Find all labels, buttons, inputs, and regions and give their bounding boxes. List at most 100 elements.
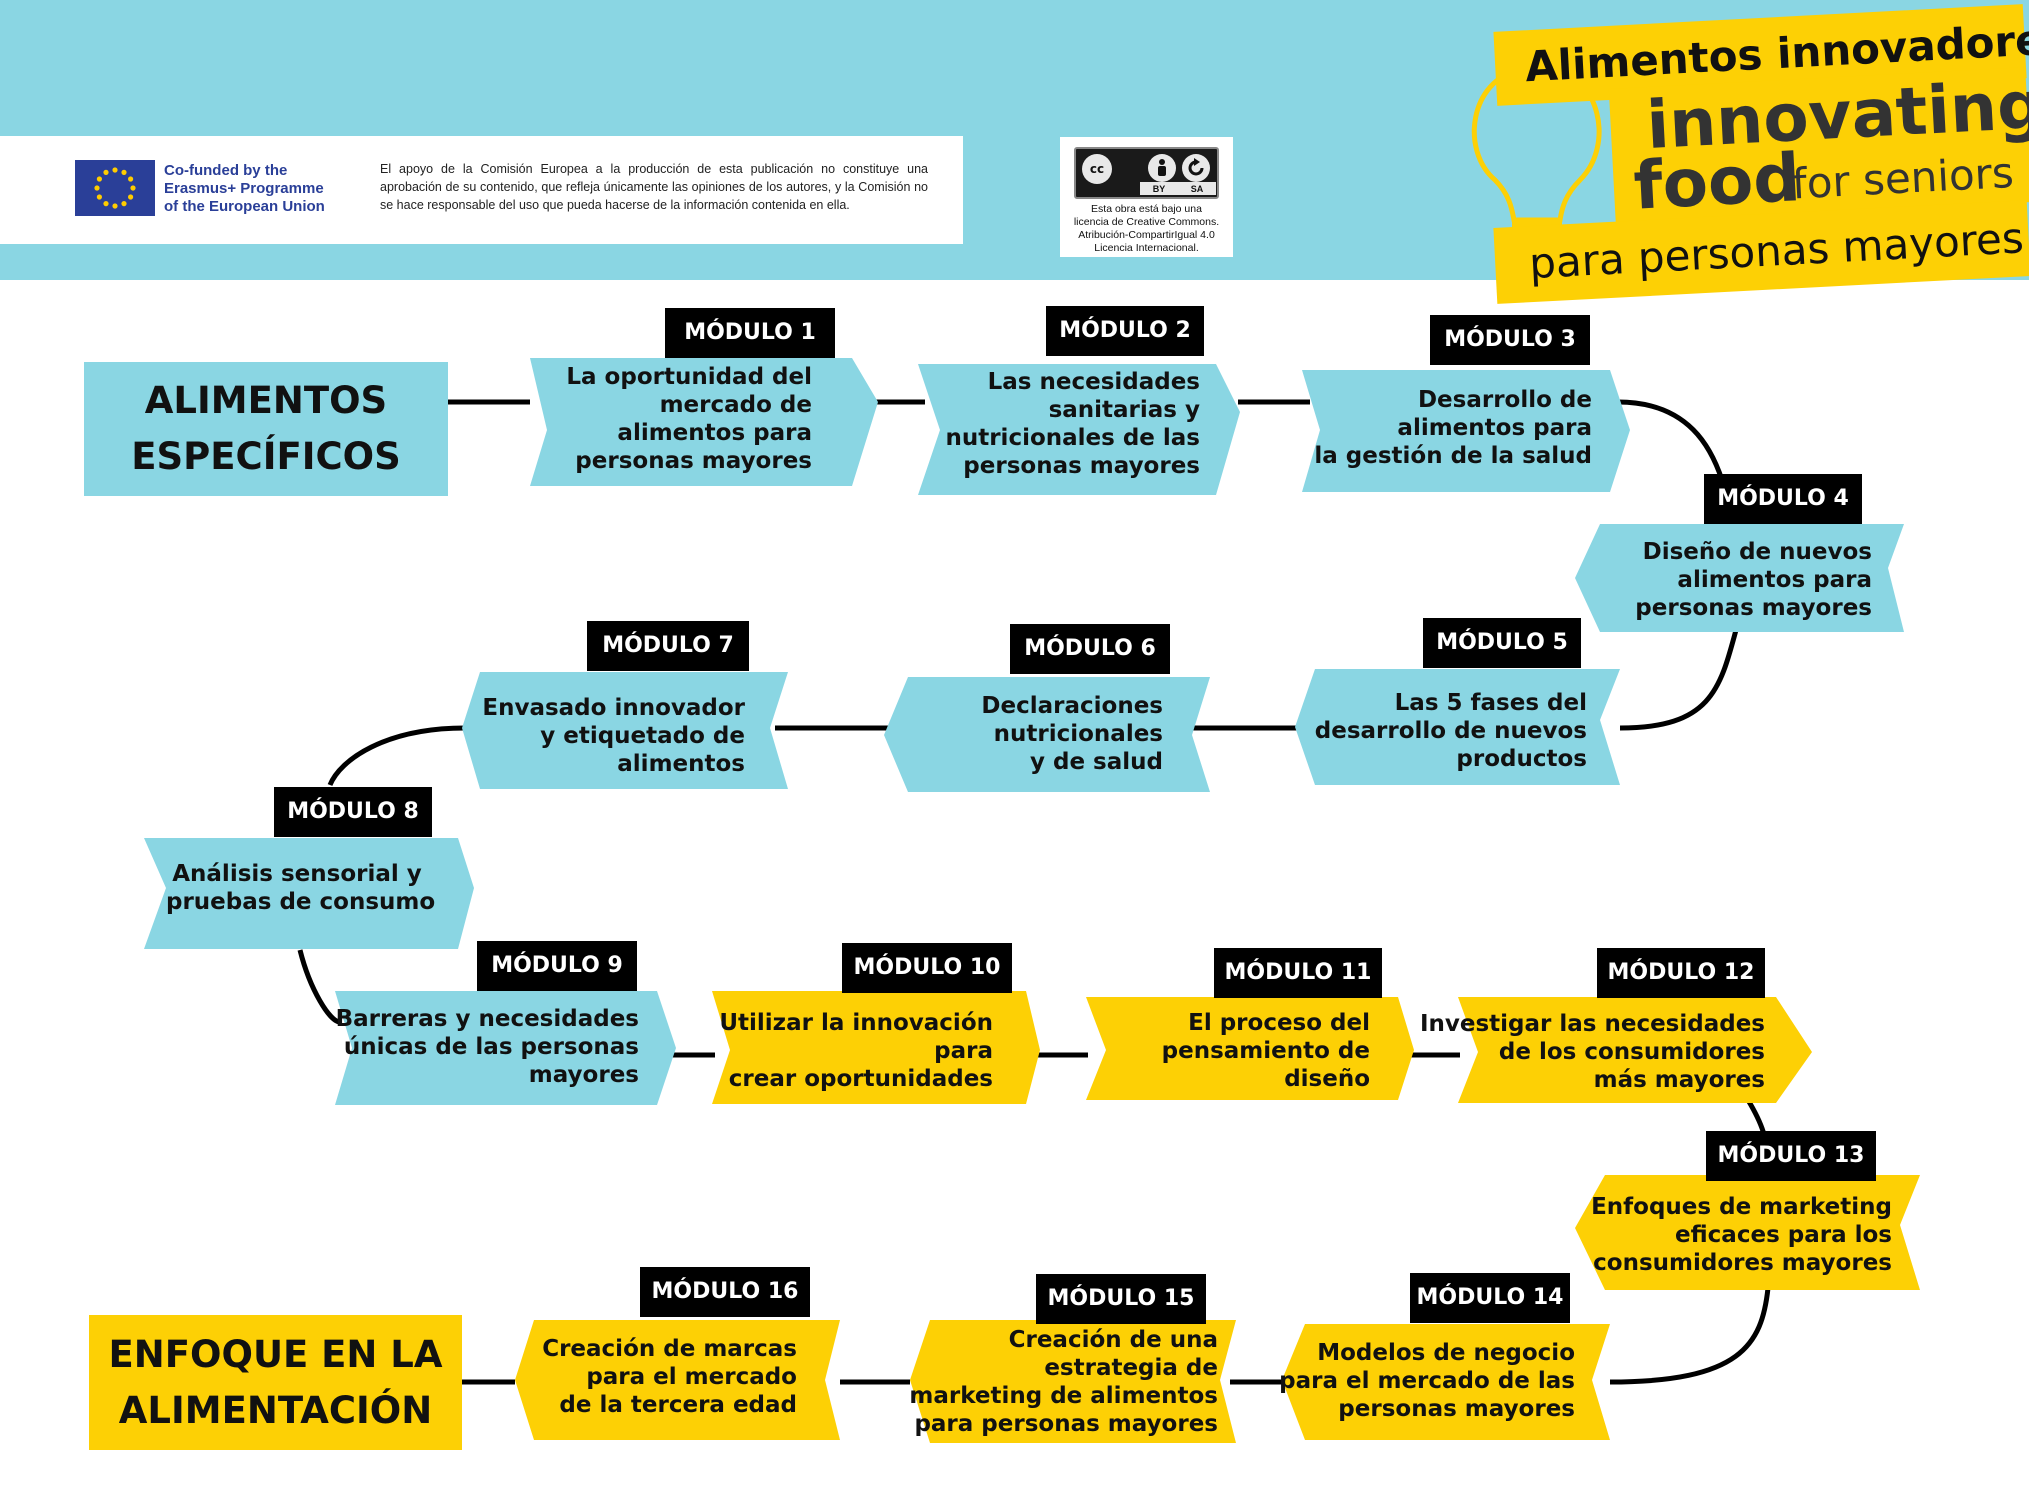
module-5-line: productos xyxy=(1456,746,1587,772)
module-11-label: MÓDULO 11 xyxy=(1214,948,1382,998)
license-text: Esta obra está bajo una licencia de Crea… xyxy=(1064,203,1229,255)
module-3-label: MÓDULO 3 xyxy=(1430,315,1590,365)
by-tag: BY xyxy=(1152,183,1166,194)
module-12-shape xyxy=(1458,997,1812,1103)
module-5-line: desarrollo de nuevos xyxy=(1314,718,1587,744)
module-16-line: de la tercera edad xyxy=(559,1392,797,1418)
module-4-label: MÓDULO 4 xyxy=(1704,474,1862,524)
module-15-line: para personas mayores xyxy=(914,1411,1218,1437)
module-8-label: MÓDULO 8 xyxy=(274,787,432,837)
by-person-icon xyxy=(1148,154,1176,182)
module-16-shape xyxy=(515,1320,840,1440)
module-11-shape xyxy=(1086,997,1414,1100)
module-7-shape xyxy=(462,672,788,789)
module-12-label: MÓDULO 12 xyxy=(1597,948,1765,998)
module-5-text: Las 5 fases del desarrollo de nuevos pro… xyxy=(1315,689,1587,773)
module-8-text: Análisis sensorial y pruebas de consumo xyxy=(166,860,436,916)
cc-by-sa-badge: cc BY SA xyxy=(1074,147,1219,199)
eu-flag-icon xyxy=(75,160,155,216)
module-10-label: MÓDULO 10 xyxy=(842,943,1012,993)
module-4-line: Diseño de nuevos xyxy=(1642,539,1872,565)
sa-tag: SA xyxy=(1190,183,1204,194)
module-2-line: sanitarias y xyxy=(1048,397,1200,423)
module-5-shape xyxy=(1295,669,1620,785)
module-14-shape xyxy=(1282,1324,1610,1440)
module-15-label: MÓDULO 15 xyxy=(1036,1274,1206,1324)
module-8-line: Análisis sensorial y xyxy=(172,861,422,887)
module-13-label: MÓDULO 13 xyxy=(1706,1131,1876,1181)
module-9-shape xyxy=(335,991,676,1105)
module-6-line: y de salud xyxy=(1029,749,1163,775)
module-11-line: El proceso del xyxy=(1188,1010,1370,1036)
module-15-line: Creación de una xyxy=(1008,1327,1218,1353)
module-14-label: MÓDULO 14 xyxy=(1410,1273,1570,1323)
license-line: Licencia Internacional. xyxy=(1094,242,1199,254)
module-2-text: Las necesidades sanitarias y nutricional… xyxy=(945,368,1200,480)
end-line: ALIMENTACIÓN xyxy=(118,1388,433,1432)
module-2-line: nutricionales de las xyxy=(945,425,1200,451)
module-13-line: consumidores mayores xyxy=(1593,1250,1892,1276)
module-11-line: diseño xyxy=(1284,1066,1370,1092)
module-15-text: Creación de una estrategia de marketing … xyxy=(909,1326,1218,1438)
module-3-line: Desarrollo de xyxy=(1417,387,1592,413)
module-13-line: eficaces para los xyxy=(1675,1222,1892,1248)
module-10-line: Utilizar la innovación xyxy=(719,1010,993,1036)
module-1-label: MÓDULO 1 xyxy=(665,308,835,358)
module-16-label: MÓDULO 16 xyxy=(640,1267,810,1317)
module-3-line: la gestión de la salud xyxy=(1314,443,1592,469)
module-14-line: para el mercado de las xyxy=(1279,1368,1575,1394)
module-2-shape xyxy=(918,364,1240,495)
module-4-text: Diseño de nuevos alimentos para personas… xyxy=(1635,538,1872,622)
module-1-line: La oportunidad del xyxy=(566,364,812,390)
module-15-shape xyxy=(910,1320,1236,1443)
module-14-text: Modelos de negocio para el mercado de la… xyxy=(1279,1339,1575,1423)
module-3-text: Desarrollo de alimentos para la gestión … xyxy=(1314,386,1592,470)
module-16-line: Creación de marcas xyxy=(542,1336,797,1362)
module-10-line: crear oportunidades xyxy=(728,1066,993,1092)
disclaimer-box xyxy=(0,136,963,244)
module-12-line: más mayores xyxy=(1593,1067,1765,1093)
module-8-line: pruebas de consumo xyxy=(166,889,436,915)
module-6-line: nutricionales xyxy=(993,721,1163,747)
module-7-line: alimentos xyxy=(617,751,745,777)
eu-cofunded-text: Co-funded by the Erasmus+ Programme of t… xyxy=(164,162,344,216)
module-1-line: mercado de xyxy=(659,392,812,418)
eu-line: of the European Union xyxy=(164,198,325,215)
module-10-text: Utilizar la innovación para crear oportu… xyxy=(719,1009,993,1093)
cc-license-box: cc BY SA Esta obra está bajo una licenci… xyxy=(1060,137,1233,257)
module-4-line: alimentos para xyxy=(1677,567,1872,593)
module-5-line: Las 5 fases del xyxy=(1394,690,1587,716)
module-4-line: personas mayores xyxy=(1635,595,1872,621)
module-12-text: Investigar las necesidades de los consum… xyxy=(1420,1010,1765,1094)
module-9-line: únicas de las personas xyxy=(343,1034,639,1060)
eu-line: Erasmus+ Programme xyxy=(164,180,324,197)
module-13-text: Enfoques de marketing eficaces para los … xyxy=(1591,1193,1892,1277)
module-9-label: MÓDULO 9 xyxy=(477,941,637,991)
module-9-line: Barreras y necesidades xyxy=(335,1006,639,1032)
start-line: ALIMENTOS xyxy=(144,379,388,422)
start-box: ALIMENTOS ESPECÍFICOS xyxy=(84,362,448,496)
module-1-shape xyxy=(530,358,878,486)
module-15-line: marketing de alimentos xyxy=(909,1383,1218,1409)
license-line: Atribución-CompartirIgual 4.0 xyxy=(1078,229,1215,241)
cc-icon: cc xyxy=(1082,154,1112,184)
module-4-shape xyxy=(1575,524,1904,632)
module-9-line: mayores xyxy=(528,1062,639,1088)
module-11-text: El proceso del pensamiento de diseño xyxy=(1162,1009,1370,1093)
license-line: Esta obra está bajo una xyxy=(1091,203,1202,215)
module-15-line: estrategia de xyxy=(1044,1355,1218,1381)
module-13-line: Enfoques de marketing xyxy=(1591,1194,1892,1220)
start-line: ESPECÍFICOS xyxy=(131,435,401,478)
module-7-line: y etiquetado de xyxy=(540,723,745,749)
disclaimer-text: El apoyo de la Comisión Europea a la pro… xyxy=(380,162,928,212)
module-10-line: para xyxy=(934,1038,993,1064)
module-11-line: pensamiento de xyxy=(1161,1038,1370,1064)
end-line: ENFOQUE EN LA xyxy=(108,1332,443,1376)
module-2-label: MÓDULO 2 xyxy=(1046,306,1204,356)
module-6-text: Declaraciones nutricionales y de salud xyxy=(981,692,1163,776)
module-7-line: Envasado innovador xyxy=(482,695,745,721)
cc-tags: BY SA xyxy=(1140,182,1216,195)
module-14-line: personas mayores xyxy=(1338,1396,1575,1422)
module-5-label: MÓDULO 5 xyxy=(1423,618,1581,668)
